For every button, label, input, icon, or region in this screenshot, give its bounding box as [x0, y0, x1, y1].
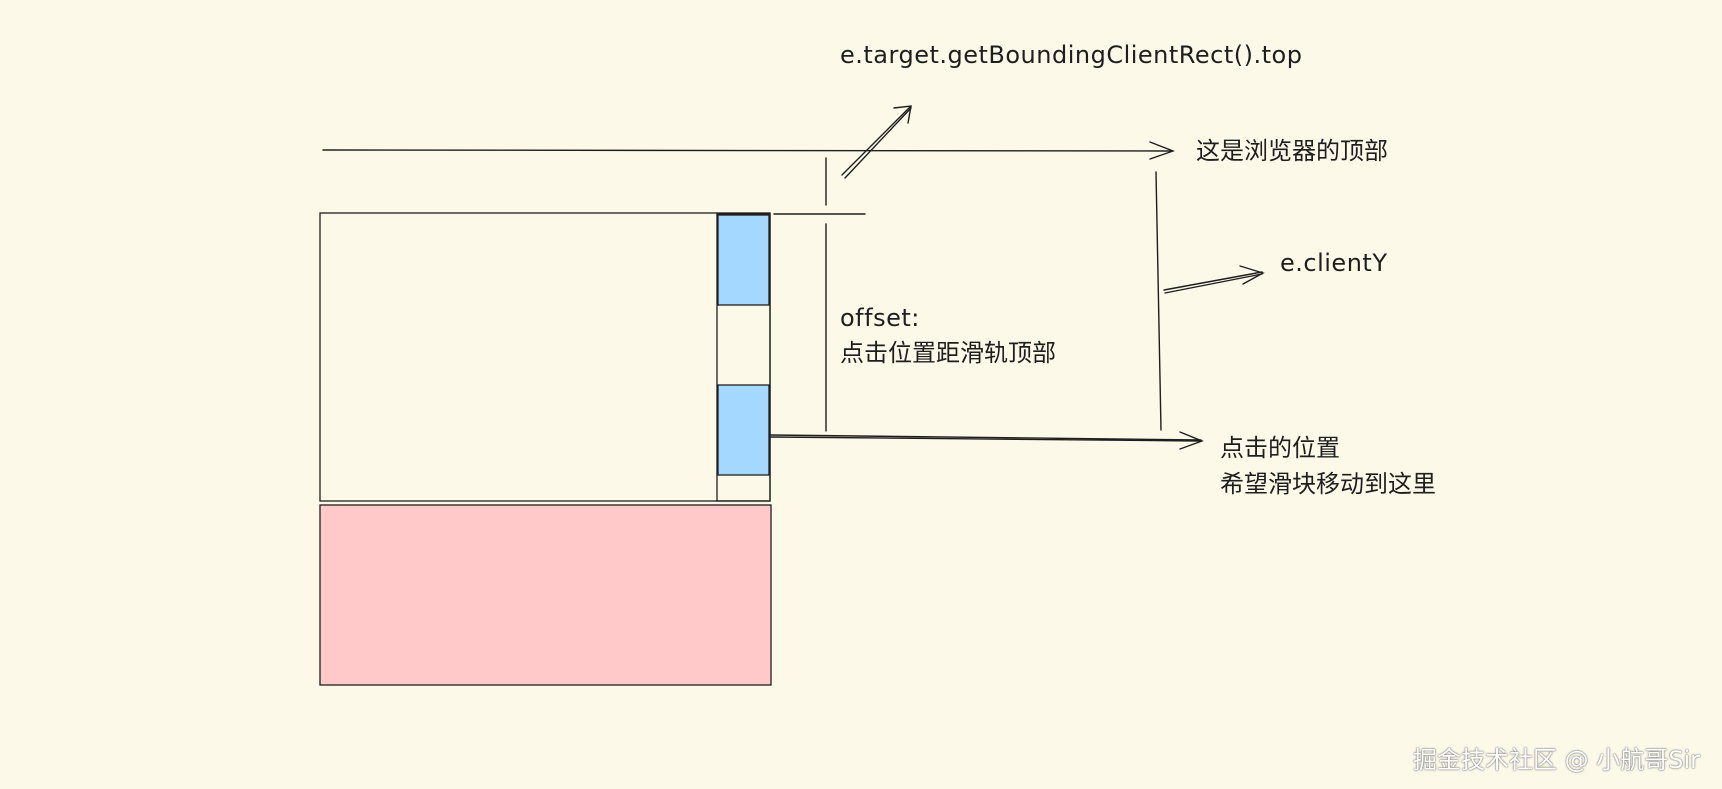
- scroll-track: [716, 213, 771, 502]
- browser-top-arrow: [322, 141, 1176, 160]
- click-desc-label: 希望滑块移动到这里: [1220, 470, 1436, 498]
- watermark: 掘金技术社区 @ 小航哥Sir: [1412, 746, 1700, 774]
- bounding-rect-arrow: [841, 105, 912, 179]
- clienty-line: [1155, 171, 1162, 431]
- bounding-rect-label: e.target.getBoundingClientRect().top: [840, 41, 1303, 69]
- click-position-label: 点击的位置: [1220, 434, 1340, 462]
- offset-label: offset:: [840, 304, 920, 332]
- browser-top-label: 这是浏览器的顶部: [1196, 137, 1388, 165]
- track-top-marker: [773, 157, 866, 215]
- clienty-label: e.clientY: [1280, 249, 1388, 277]
- scroll-thumb-top: [717, 214, 770, 306]
- scroll-thumb-target: [717, 384, 770, 476]
- scroll-container-box: [319, 212, 771, 502]
- offset-desc-label: 点击位置距滑轨顶部: [840, 339, 1056, 367]
- pink-content-box: [319, 504, 772, 686]
- click-position-arrow: [770, 431, 1204, 450]
- clienty-arrow: [1163, 265, 1265, 294]
